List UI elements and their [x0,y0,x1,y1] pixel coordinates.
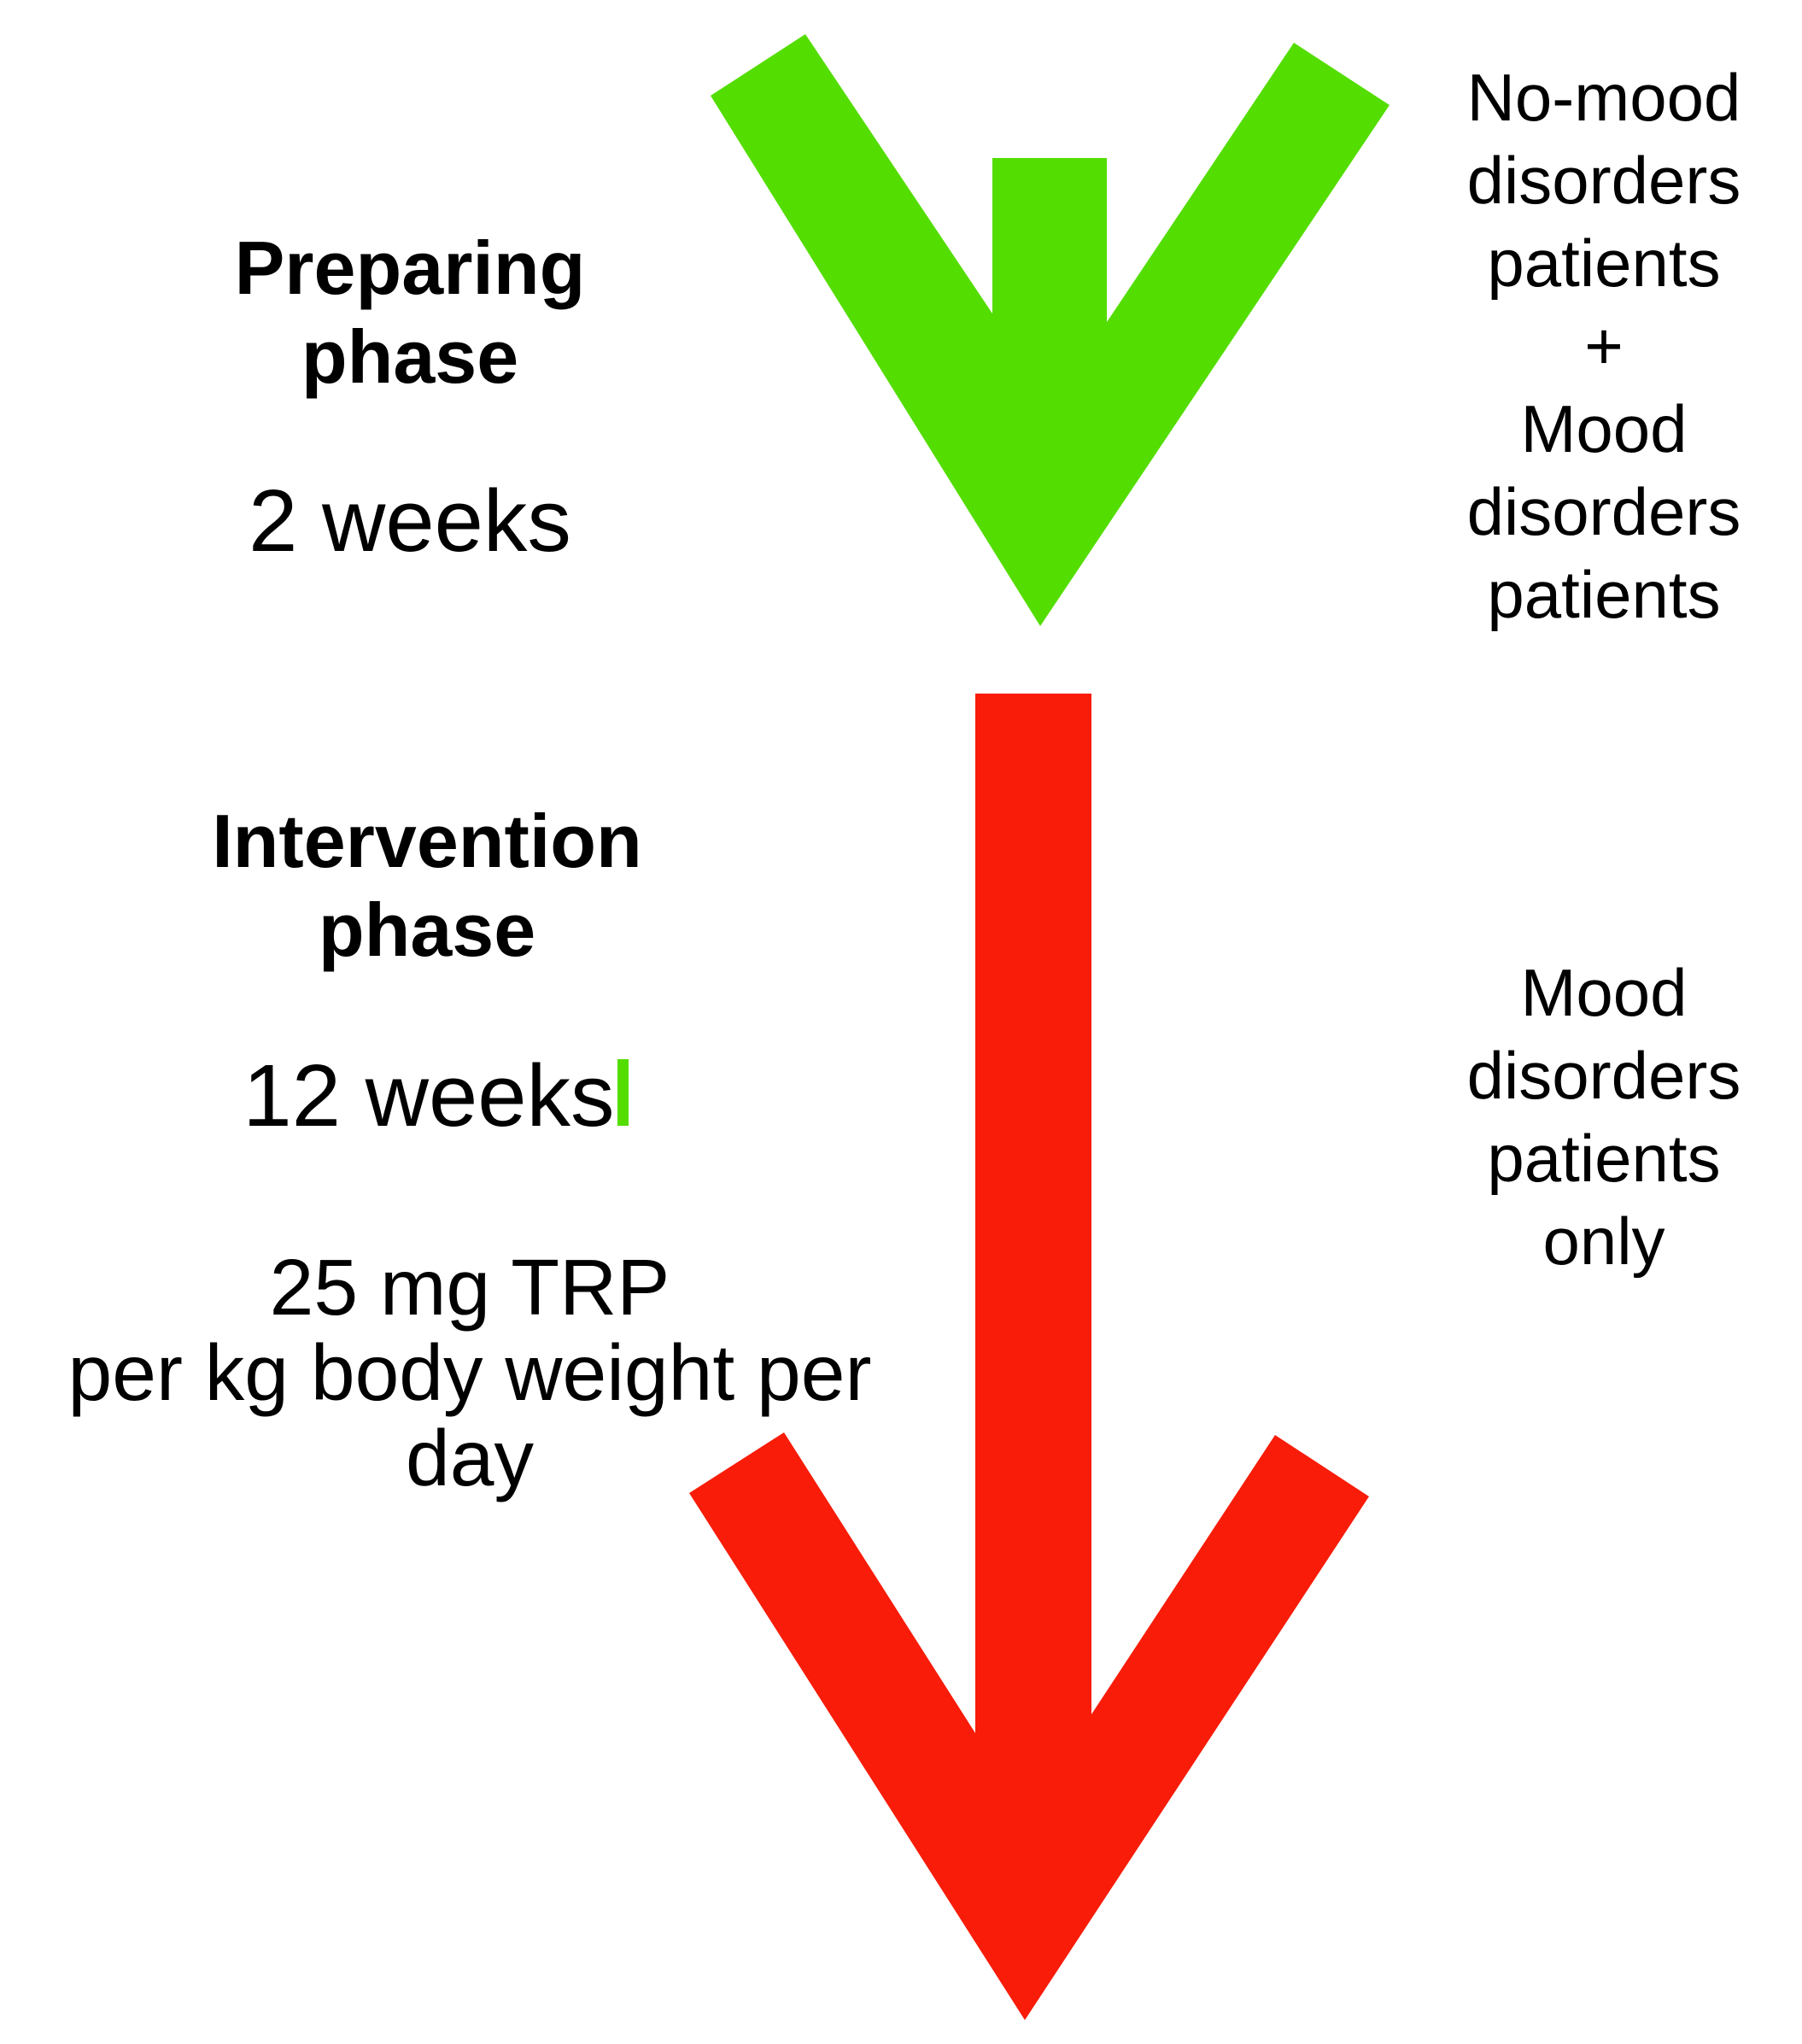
text-cursor [617,1059,629,1126]
preparing-arrow-icon [711,34,1390,626]
population-line: patients [1487,557,1721,632]
intervention-duration-label[interactable]: 12 weeks [243,1046,615,1145]
population-line: Mood [1520,955,1688,1030]
population-line: only [1542,1204,1665,1279]
preparing-phase-label-line2: phase [301,314,519,399]
population-line: disorders [1466,474,1741,549]
preparing-phase-label: Preparing phase [68,224,752,401]
plus-sign: + [1584,308,1624,384]
preparing-phase-label-line1: Preparing [234,225,586,310]
preparing-duration-label: 2 weeks [249,471,571,570]
dose-label-line2: per kg body weight per day [67,1328,872,1502]
population-line: No-mood [1466,60,1741,135]
intervention-population-block: Mood disorders patients only [1390,952,1802,1283]
intervention-phase-label-line2: phase [318,887,536,972]
dose-label: 25 mg TRP per kg body weight per day [0,1245,939,1501]
intervention-phase-label-line1: Intervention [212,799,642,883]
population-line: patients [1487,225,1721,301]
population-line: Mood [1520,391,1688,466]
intervention-phase-label: Intervention phase [85,797,769,975]
population-line: patients [1487,1121,1721,1196]
intervention-duration-line: 12 weeks [94,1049,777,1143]
dose-label-line1: 25 mg TRP [269,1243,670,1332]
green-down-arrow-shape [711,34,1390,626]
preparing-population-block: No-mood disorders patients + Mood disord… [1390,56,1802,636]
population-line: disorders [1466,143,1741,218]
population-line: disorders [1466,1038,1741,1113]
